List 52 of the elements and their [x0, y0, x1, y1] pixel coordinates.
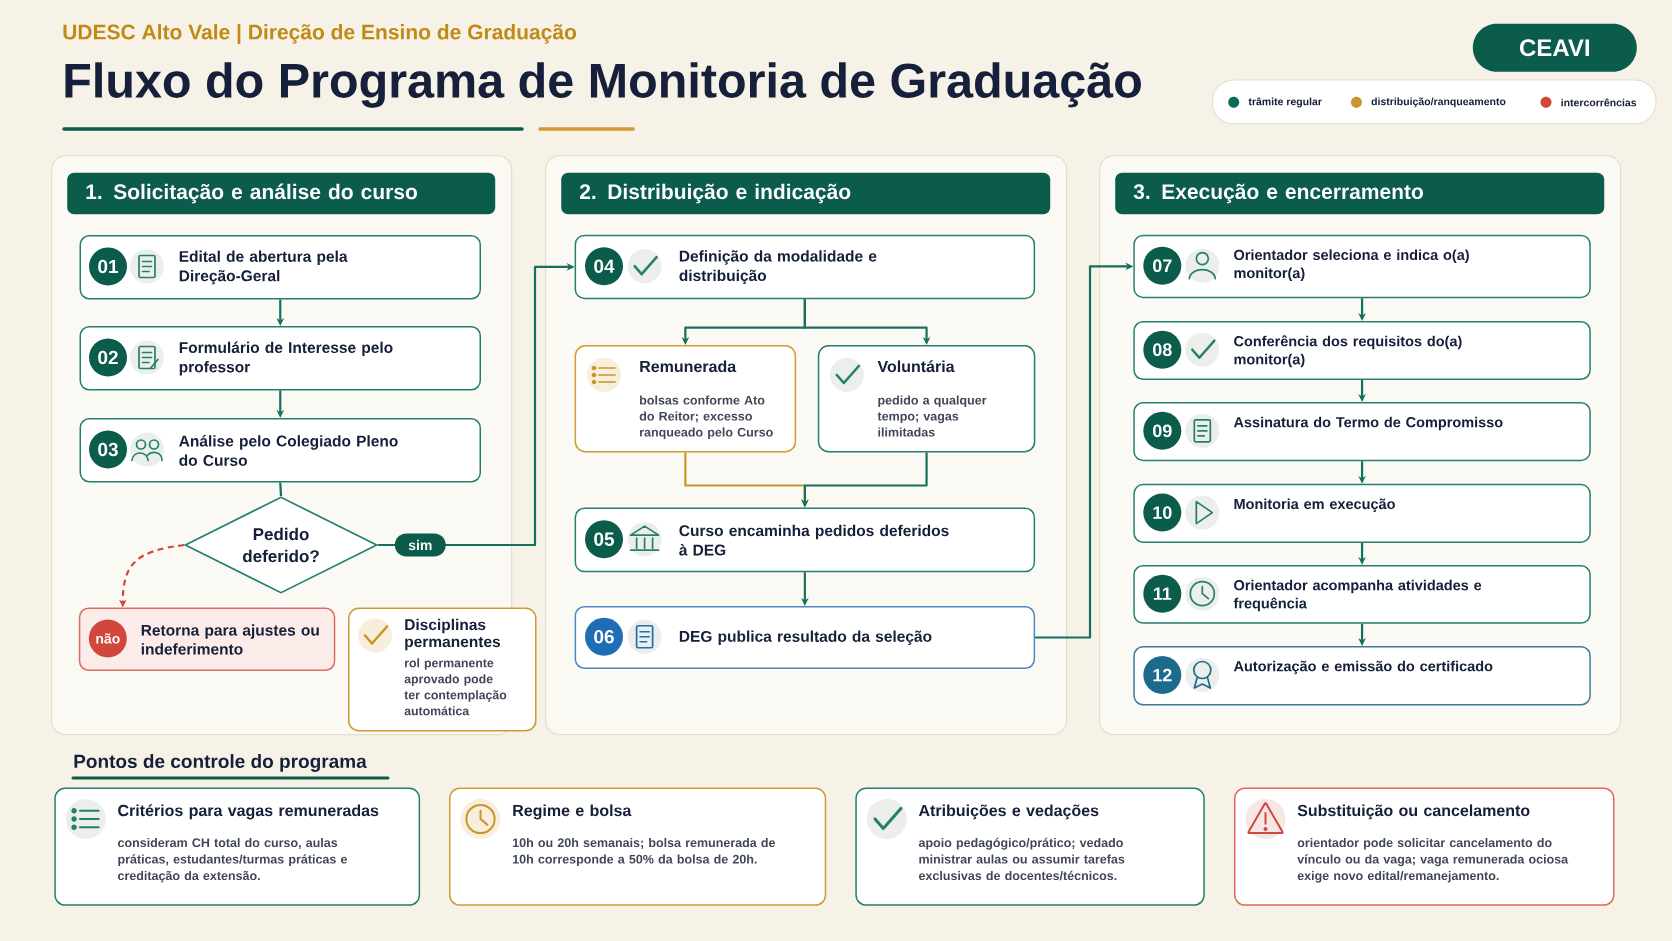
header-text: UDESC Alto Vale | Direção de Ensino de Graduação: [63, 24, 577, 44]
card-title: Critérios para vagas remuneradas: [118, 804, 379, 820]
panel-header: 2. Distribuição e indicação: [561, 172, 1051, 215]
number-badge: 11: [1143, 574, 1182, 613]
number-badge: 12: [1143, 656, 1182, 694]
step-label: Formulário de Interesse pelo professor: [179, 341, 393, 376]
card-title: Disciplinas permanentes: [405, 618, 501, 651]
card-text: apoio pedagógico/prático; vedado ministrar aulas ou assumir tarefas exclusivas de docentes/técnicos.: [918, 837, 1125, 881]
card-text: pedido a qualquer tempo; vagas ilimitadas: [877, 395, 987, 437]
step-label: Edital de abertura pela Direção-Geral: [179, 250, 348, 285]
step-label: Orientador acompanha atividades e frequência: [1233, 579, 1482, 612]
header-badge: CEAVI: [1472, 23, 1637, 72]
title: Fluxo do Programa de Monitoria de Graduação: [65, 62, 1141, 108]
card-title: Voluntária: [877, 360, 955, 373]
status-badge: não: [88, 619, 127, 658]
panel-header: 1. Solicitação e análise do curso: [67, 172, 496, 215]
number-badge: 04: [585, 247, 623, 286]
card-text: orientador pode solicitar cancelamento do vínculo ou da vaga; vaga remunerada ociosa exige novo edital/remanejamento.: [1297, 837, 1569, 883]
legend-text: distribuição/ranqueamento: [1371, 97, 1506, 108]
number-badge: 03: [89, 430, 127, 469]
number-badge: 01: [89, 247, 127, 286]
card-title: Remunerada: [640, 360, 737, 373]
arrow: [803, 299, 931, 345]
step-label: Monitoria em execução: [1234, 498, 1395, 512]
step-label: DEG publica resultado da seleção: [679, 630, 932, 645]
card-title: Substituição ou cancelamento: [1297, 804, 1530, 820]
step-label: Conferência dos requisitos do(a) monitor(a): [1234, 335, 1462, 368]
step-label: Orientador seleciona e indica o(a) monitor(a): [1234, 249, 1469, 282]
number-badge: 09: [1143, 411, 1182, 450]
number-badge: 06: [585, 617, 623, 656]
card-text: 10h ou 20h semanais; bolsa remunerada de 10h corresponde a 50% da bolsa de 20h.: [513, 837, 776, 867]
number-badge: 05: [585, 520, 623, 559]
card-text: consideram CH total do curso, aulas práticas, estudantes/turmas práticas e creditação da extensão.: [118, 837, 347, 883]
card-title: Regime e bolsa: [513, 804, 632, 820]
step-label: Curso encaminha pedidos deferidos à DEG: [679, 524, 949, 556]
number-badge: 10: [1143, 493, 1182, 532]
card-title: Atribuições e vedações: [918, 804, 1099, 820]
number-badge: 08: [1143, 330, 1182, 369]
step-label: Autorização e emissão do certificado: [1233, 660, 1493, 675]
number-badge: 07: [1143, 246, 1182, 285]
section-heading: Pontos de controle do programa: [74, 754, 367, 772]
card-text: rol permanente aprovado pode ter contemplação automática: [404, 658, 507, 716]
step-label: Retorna para ajustes ou indeferimento: [141, 624, 319, 655]
connector-line: [279, 482, 283, 497]
panel-header: 3. Execução e encerramento: [1115, 172, 1605, 215]
step-label: Análise pelo Colegiado Pleno do Curso: [179, 435, 398, 466]
step-label: Assinatura do Termo de Compromisso: [1233, 416, 1503, 431]
legend-text: trâmite regular: [1248, 97, 1322, 108]
step-label: Definição da modalidade e distribuição: [679, 250, 877, 285]
card-text: bolsas conforme Ato do Reitor; excesso ranqueado pelo Curso: [639, 395, 773, 440]
legend-text: intercorrências: [1561, 98, 1637, 107]
number-badge: 02: [89, 338, 127, 377]
